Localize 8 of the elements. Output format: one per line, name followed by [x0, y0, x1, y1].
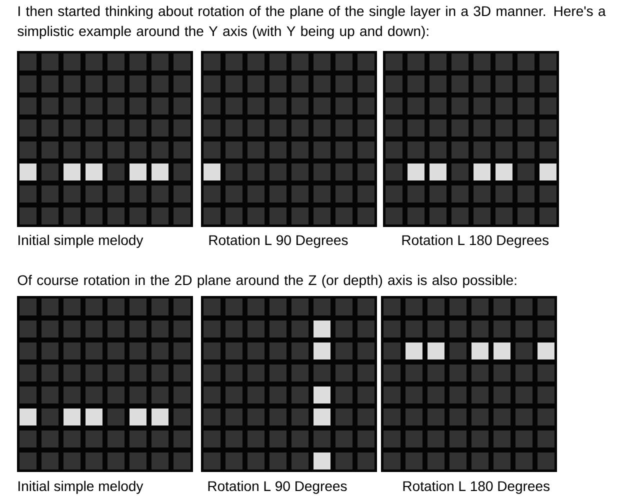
- caption: Rotation L 90 Degrees: [209, 234, 348, 248]
- caption: Initial simple melody: [18, 480, 144, 494]
- paragraph: Of course rotation in the 2D plane around the Z (or depth) axis is also possible:: [18, 274, 516, 288]
- paragraph: I then started thinking about rotation of the plane of the single layer in a 3D manner. Here's a simplistic example around the Y axis (with Y being up and down):: [18, 6, 606, 39]
- caption: Rotation L 180 Degrees: [402, 234, 549, 248]
- caption: Initial simple melody: [18, 234, 144, 248]
- caption: Rotation L 90 Degrees: [208, 480, 347, 494]
- caption: Rotation L 180 Degrees: [403, 480, 550, 494]
